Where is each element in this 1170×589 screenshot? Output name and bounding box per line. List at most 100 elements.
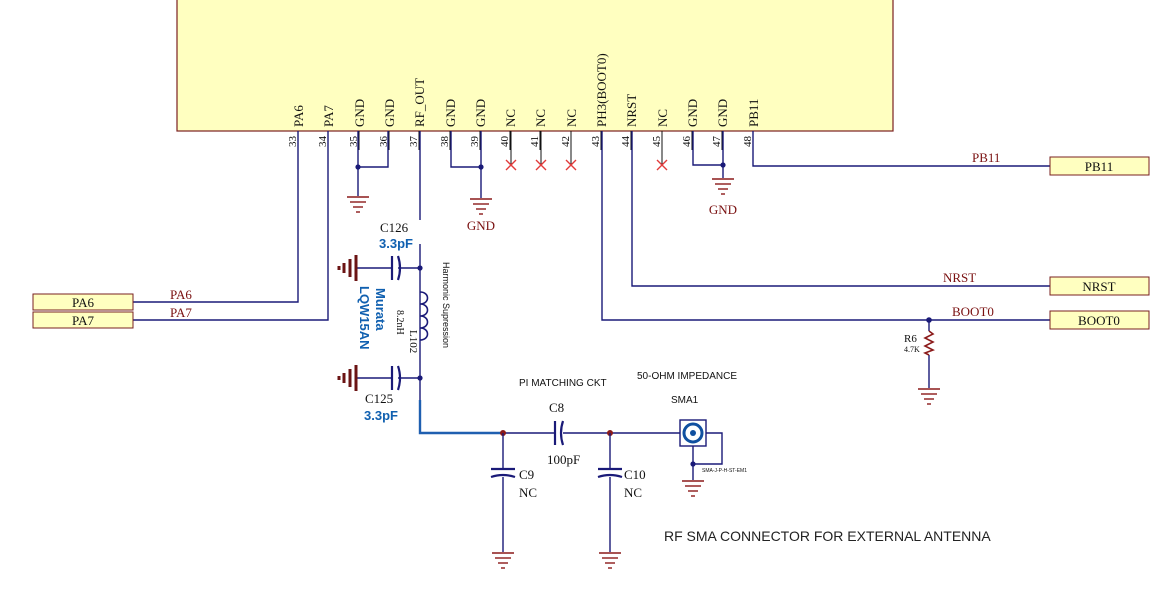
net-nrst-wire [631, 131, 1050, 287]
sma-connector-icon[interactable] [679, 419, 707, 447]
c8-value: 100pF [547, 452, 580, 467]
ic-pin-number: 34 [317, 136, 329, 148]
c9-ref: C9 [519, 467, 534, 482]
junction-dot [690, 461, 696, 467]
ic-pin-number: 39 [469, 136, 481, 148]
net-label-nrst: NRST [943, 270, 976, 285]
c126-value: 3.3pF [379, 236, 413, 251]
ic-pin-number: 48 [742, 136, 754, 148]
svg-text:PB11: PB11 [1085, 159, 1113, 174]
c126-ref: C126 [380, 220, 409, 235]
c125-value: 3.3pF [364, 408, 398, 423]
junction-dot [355, 164, 361, 170]
net-pa6-wire [133, 131, 299, 303]
ic-pin-name: NC [503, 109, 518, 127]
pi-matching-note: PI MATCHING CKT [519, 378, 607, 389]
ground-symbol [470, 198, 492, 215]
ic-pin-number: 46 [681, 136, 693, 148]
l102-part: LQW15AN [357, 286, 372, 350]
c10-capacitor [597, 467, 623, 479]
ic-pin-name: GND [382, 99, 397, 127]
ground-symbol [492, 552, 514, 569]
net-label-pb11: PB11 [972, 150, 1000, 165]
svg-text:PA7: PA7 [72, 313, 94, 328]
gnd-label: GND [467, 218, 495, 233]
ground-symbol [712, 178, 734, 195]
r6-value: 4.7K [904, 345, 920, 354]
c8-ref: C8 [549, 400, 564, 415]
gnd-35-36-wire [357, 131, 389, 196]
no-connect-markers [505, 159, 668, 171]
l102-inductor [419, 291, 429, 341]
l102-value: 8.2nH [394, 310, 405, 335]
ic-pin-name: PH3(BOOT0) [594, 53, 609, 127]
ic-pin-name: NC [655, 109, 670, 127]
c10-value: NC [624, 485, 642, 500]
impedance-note: 50-OHM IMPEDANCE [637, 371, 737, 382]
ic-body [176, 0, 894, 132]
ic-pin-group: PA633PA734GND35GND36RF_OUT37GND38GND39NC… [287, 53, 761, 150]
ic-pin-name: NC [533, 109, 548, 127]
net-label-boot0: BOOT0 [952, 304, 994, 319]
net-pa7-wire [133, 131, 329, 321]
ic-pin-name: NC [564, 109, 579, 127]
c125-capacitor [390, 365, 402, 391]
c125-ref: C125 [365, 391, 393, 406]
ground-symbol-big [337, 365, 358, 391]
ic-pin-number: 35 [348, 136, 360, 148]
junction-dot [720, 162, 726, 168]
ic-pin-name: NRST [624, 94, 639, 127]
c126-capacitor [390, 255, 402, 281]
harmonic-note: Harmonic Supression [441, 262, 451, 348]
ic-pin-number: 45 [651, 136, 663, 148]
c8-capacitor [553, 420, 565, 446]
junction-dot [417, 375, 423, 381]
ground-symbol [599, 552, 621, 569]
ground-symbol [347, 196, 369, 213]
l102-manufacturer: Murata [373, 288, 388, 331]
ic-pin-number: 41 [529, 136, 541, 147]
c126-label-bg [337, 220, 441, 244]
port-boot0[interactable]: BOOT0 [1049, 310, 1150, 330]
nc-pin-leads [510, 131, 663, 164]
ground-symbol-big [337, 255, 358, 281]
ic-pin-name: PB11 [746, 99, 761, 127]
svg-text:BOOT0: BOOT0 [1078, 313, 1120, 328]
ic-pin-number: 37 [408, 136, 420, 148]
port-pa6[interactable]: PA6 [32, 293, 134, 311]
ic-pin-number: 40 [499, 136, 511, 148]
ic-pin-number: 38 [439, 136, 451, 148]
sma1-ref: SMA1 [671, 395, 699, 406]
net-boot0-wire [601, 131, 1050, 321]
ic-pin-name: GND [473, 99, 488, 127]
svg-text:PA6: PA6 [72, 295, 94, 310]
ic-pin-number: 36 [378, 136, 390, 148]
net-label-pa7: PA7 [170, 305, 192, 320]
ic-pin-name: PA6 [291, 105, 306, 127]
ic-pin-name: RF_OUT [412, 78, 427, 127]
r6-ref: R6 [904, 333, 917, 345]
port-nrst[interactable]: NRST [1049, 276, 1150, 296]
ic-pin-number: 33 [287, 136, 299, 148]
sma1-part: SMA-J-P-H-ST-EM1 [702, 468, 747, 474]
ic-pin-name: GND [352, 99, 367, 127]
gnd-46-47-wire [692, 131, 724, 178]
c10-ref: C10 [624, 467, 646, 482]
ic-pin-number: 44 [620, 136, 632, 148]
ic-pin-name: PA7 [321, 105, 336, 127]
port-pb11[interactable]: PB11 [1049, 156, 1150, 176]
junction-dot [478, 164, 484, 170]
ic-pin-number: 43 [590, 136, 602, 148]
ic-pin-number: 42 [560, 136, 572, 147]
r6-resistor [923, 330, 935, 356]
net-pb11-wire [752, 131, 1050, 167]
c9-value: NC [519, 485, 537, 500]
l102-ref: L102 [407, 330, 419, 353]
c9-capacitor [490, 467, 516, 479]
port-pa7[interactable]: PA7 [32, 311, 134, 329]
ground-symbol [682, 480, 704, 497]
ground-symbol [918, 388, 940, 405]
net-label-pa6: PA6 [170, 287, 192, 302]
rf-section-title: RF SMA CONNECTOR FOR EXTERNAL ANTENNA [664, 528, 991, 544]
